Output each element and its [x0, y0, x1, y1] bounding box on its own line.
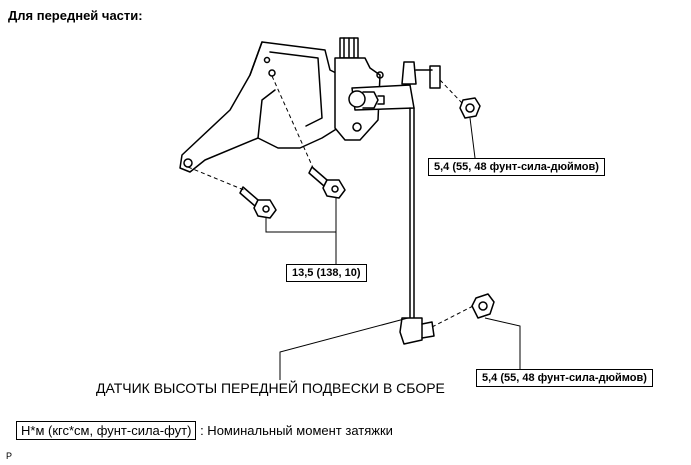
- torque-label-upper-nut: 5,4 (55, 48 фунт-сила-дюймов): [428, 158, 605, 176]
- legend-unit-box: Н*м (кгс*см, фунт-сила-фут): [16, 421, 197, 440]
- torque-label-bracket-bolts: 13,5 (138, 10): [286, 264, 367, 282]
- corner-code: P: [6, 451, 13, 461]
- sensor-lever: [348, 84, 415, 111]
- bolt-left-icon: [239, 186, 277, 219]
- bolt-right-icon: [308, 166, 346, 199]
- leader-lines: [265, 117, 521, 380]
- assembly-guides: [187, 75, 476, 328]
- lower-nut-icon: [471, 293, 495, 319]
- upper-nut-icon: [459, 97, 481, 119]
- page-title: Для передней части:: [8, 8, 143, 23]
- legend-description: : Номинальный момент затяжки: [200, 423, 393, 438]
- torque-legend: Н*м (кгс*см, фунт-сила-фут) : Номинальны…: [16, 421, 393, 440]
- sensor-bracket: [179, 41, 341, 173]
- assembly-caption: ДАТЧИК ВЫСОТЫ ПЕРЕДНЕЙ ПОДВЕСКИ В СБОРЕ: [96, 380, 445, 396]
- torque-label-lower-nut: 5,4 (55, 48 фунт-сила-дюймов): [476, 369, 653, 387]
- link-rod: [399, 61, 441, 345]
